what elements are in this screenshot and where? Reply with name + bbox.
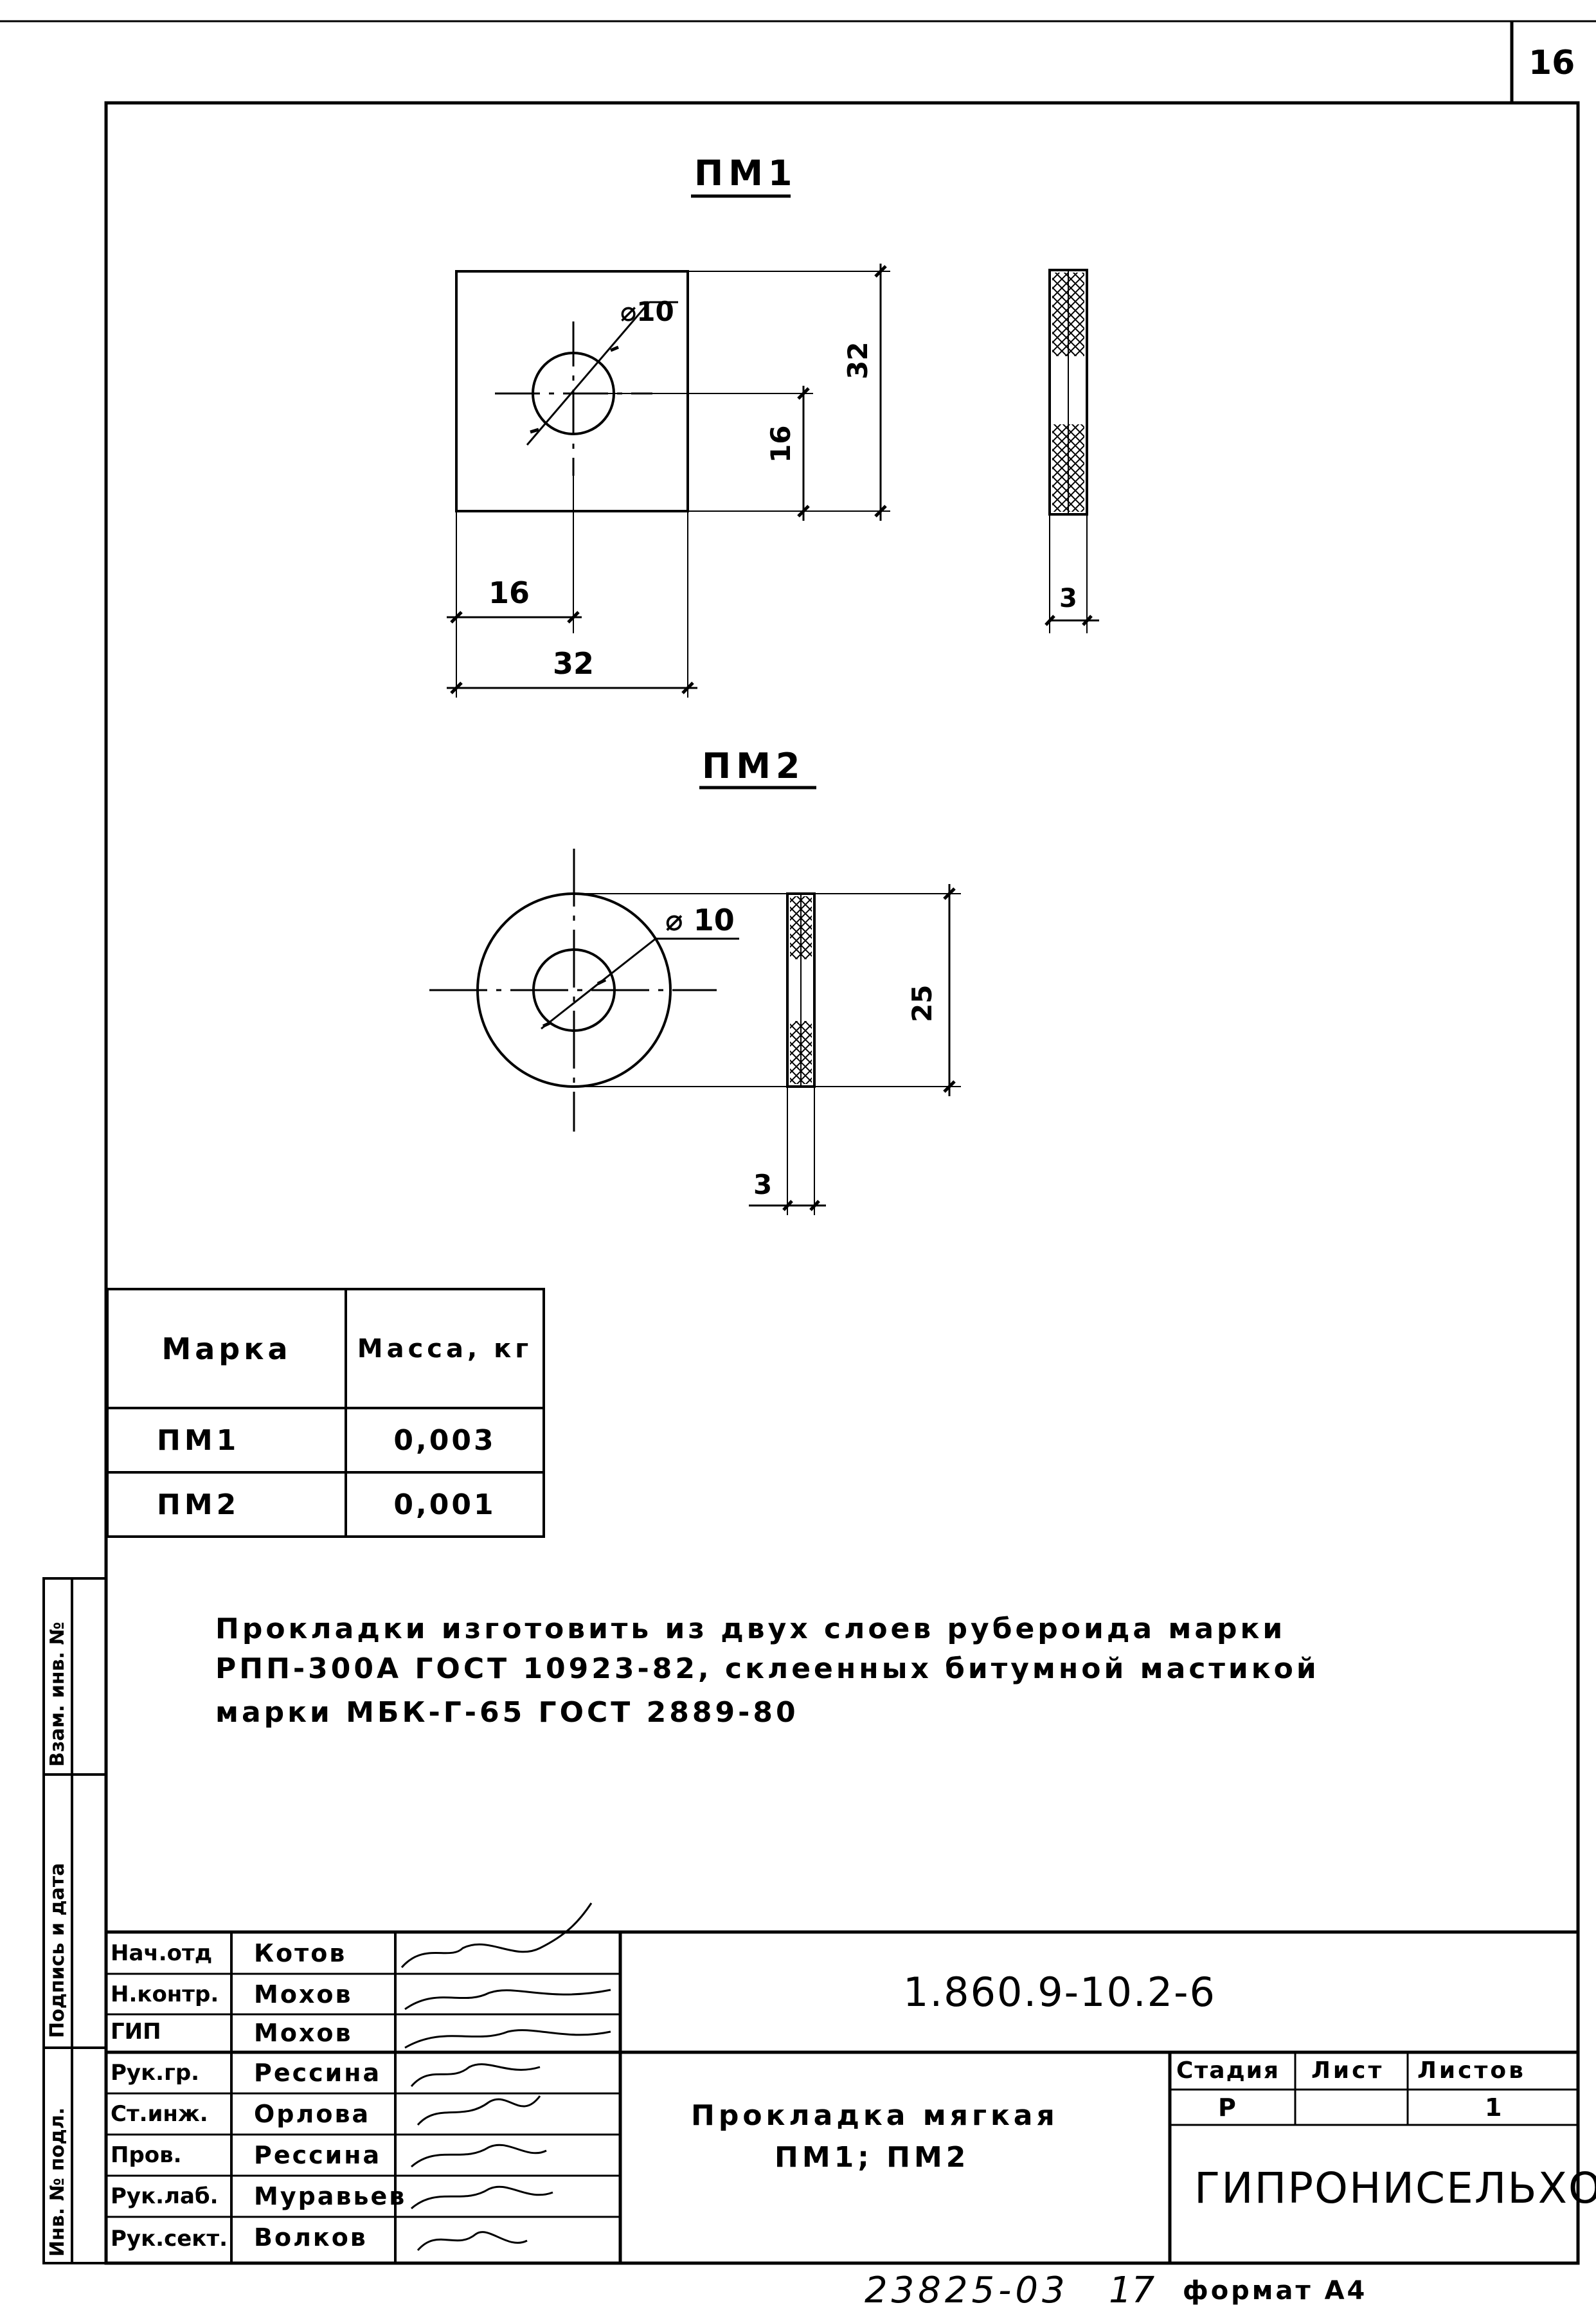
mass-table-cell: ПМ2 (106, 1471, 347, 1538)
item-name-line-2: ПМ1; ПМ2 (775, 2141, 970, 2174)
side-stamp-frame (42, 1577, 107, 2264)
stage-value: Р (1218, 2093, 1236, 2122)
tb-name: Рессина (254, 2141, 382, 2169)
tb-name: Волков (254, 2223, 368, 2252)
stage-header: Стадия (1176, 2057, 1280, 2084)
pm1-width-label: 32 (553, 646, 595, 681)
note-line-3: марки МБК-Г-65 ГОСТ 2889-80 (215, 1696, 799, 1729)
pm2-title: ПМ2 (702, 746, 805, 786)
pm2-side-view (749, 892, 826, 1215)
pm1-half-width-label: 16 (489, 575, 530, 610)
title-block-grid (106, 1930, 1578, 2263)
pm2-hole-dia-label: ⌀ 10 (665, 903, 735, 937)
tb-role: ГИП (111, 2019, 161, 2045)
side-stamp-inv-podl: Инв. № подл. (46, 2107, 69, 2257)
pm1-dimension-ticks (450, 265, 887, 694)
sheets-value: 1 (1485, 2093, 1502, 2122)
pm1-thickness-label: 3 (1059, 584, 1077, 613)
sheet-header: Лист (1311, 2057, 1385, 2084)
tb-role: Пров. (111, 2142, 182, 2168)
format-label: формат А4 (1183, 2276, 1368, 2306)
pm1-title: ПМ1 (694, 153, 798, 194)
pm1-height-label: 32 (842, 341, 874, 379)
mass-table: Марка Масса, кг ПМ1 0,003 ПМ2 0,001 (106, 1288, 545, 1538)
tb-name: Орлова (254, 2100, 371, 2128)
sheets-header: Листов (1417, 2057, 1526, 2084)
page-number: 16 (1529, 44, 1575, 82)
mass-table-header-mass: Масса, кг (345, 1288, 545, 1409)
doc-code: 1.860.9-10.2-6 (903, 1969, 1216, 2016)
tb-name: Мохов (254, 1980, 353, 2009)
pm2-diameter-label: 25 (906, 984, 938, 1022)
note-line-2: РПП-300А ГОСТ 10923-82, склеенных битумн… (215, 1652, 1320, 1685)
tb-name: Котов (254, 1939, 347, 1967)
side-stamp-podpis-data: Подпись и дата (46, 1863, 69, 2038)
mass-table-header-mark: Марка (106, 1288, 347, 1409)
signatures (400, 1902, 611, 2251)
pm1-side-view (1045, 269, 1099, 633)
pm1-half-height-label: 16 (765, 425, 796, 463)
pm2-front-view (429, 849, 961, 1132)
pm2-dimension-ticks (542, 887, 956, 1093)
tb-name: Рессина (254, 2059, 382, 2087)
tb-role: Ст.инж. (111, 2101, 208, 2127)
tb-role: Рук.лаб. (111, 2183, 219, 2209)
tb-role: Нач.отд (111, 1940, 213, 1966)
pm1-hole-dia-label: ⌀10 (620, 296, 674, 327)
organization-name: ГИПРОНИСЕЛЬХОЗ (1194, 2163, 1596, 2213)
tb-name: Муравьев (254, 2182, 407, 2210)
side-stamp-vzam-inv: Взам. инв. № (46, 1621, 69, 1767)
item-name-line-1: Прокладка мягкая (691, 2099, 1059, 2132)
mass-table-cell: 0,003 (345, 1407, 545, 1474)
note-line-1: Прокладки изготовить из двух слоев рубер… (215, 1612, 1286, 1645)
tb-role: Рук.сект. (111, 2226, 228, 2252)
table-row: ПМ2 0,001 (106, 1471, 545, 1538)
mass-table-cell: 0,001 (345, 1471, 545, 1538)
tb-role: Рук.гр. (111, 2060, 200, 2086)
pm2-thickness-label: 3 (753, 1169, 773, 1200)
mass-table-cell: ПМ1 (106, 1407, 347, 1474)
table-row: ПМ1 0,003 (106, 1407, 545, 1474)
main-frame (104, 101, 1580, 2265)
tb-role: Н.контр. (111, 1982, 219, 2007)
pm1-front-view (447, 264, 890, 698)
bottom-page: 17 (1109, 2270, 1155, 2311)
bottom-number: 23825-03 (865, 2270, 1069, 2311)
tb-name: Мохов (254, 2019, 353, 2047)
